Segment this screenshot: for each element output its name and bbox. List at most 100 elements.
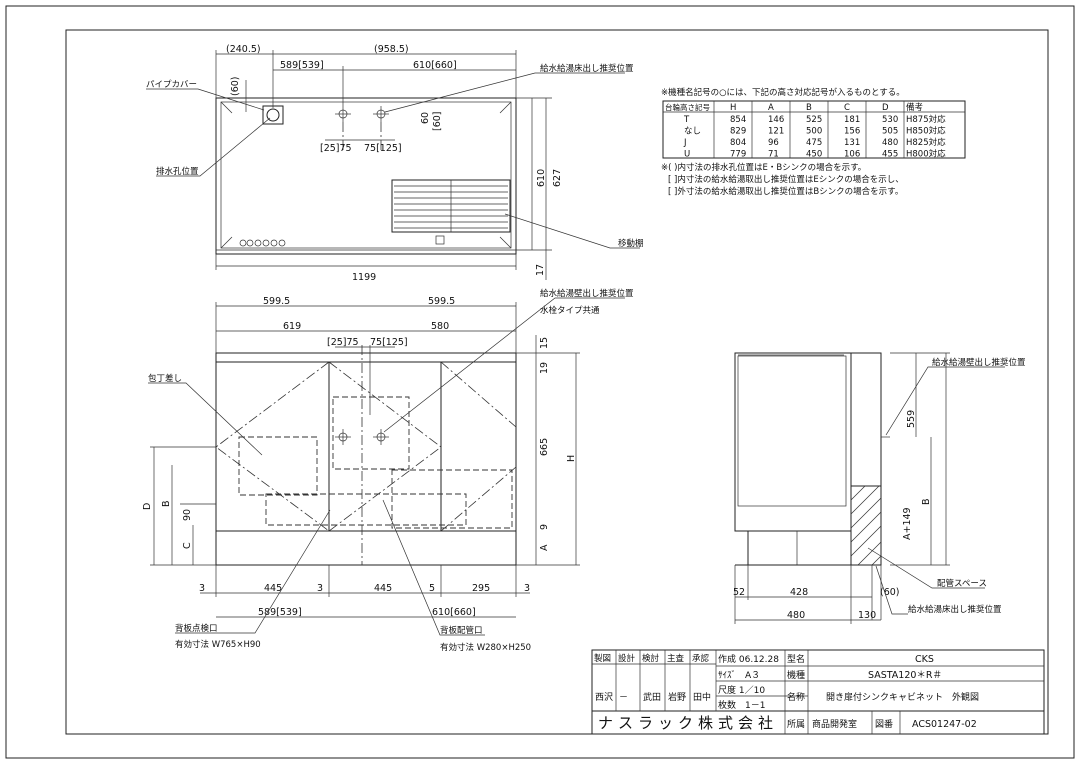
table-cell: 829 bbox=[730, 127, 746, 137]
front-view: 599.5 599.5 619 580 [25]75 75[125] 15 19… bbox=[142, 288, 634, 653]
side-plinth bbox=[747, 530, 852, 566]
dim-side-559: 559 bbox=[906, 410, 917, 428]
table-cell: H875対応 bbox=[906, 114, 946, 125]
table-header-cell: 備考 bbox=[906, 102, 923, 113]
note-intro: ※機種名記号の○には、下記の高さ対応記号が入るものとする。 bbox=[661, 87, 905, 98]
note-1: ※( )内寸法の排水孔位置はE・Bシンクの場合を示す。 bbox=[661, 162, 866, 173]
tb-signer: 田中 bbox=[693, 691, 711, 703]
label-faucet-common: 水栓タイプ共通 bbox=[540, 305, 600, 316]
tb-dept: 商品開発室 bbox=[812, 718, 857, 730]
tb-size: ｻｲｽﾞ A３ bbox=[718, 670, 760, 681]
dim-side-52: 52 bbox=[733, 587, 745, 598]
dim-top-25-75: [25]75 bbox=[320, 143, 352, 154]
top-view: (240.5) (958.5) 589[539] 610[660] (60) 6… bbox=[146, 44, 644, 283]
tb-drawing-no-label: 図番 bbox=[875, 718, 893, 730]
table-cell: H850対応 bbox=[906, 126, 946, 137]
dim-bottom-295: 295 bbox=[472, 583, 490, 594]
title-block: 製図設計検討主査承認西沢－武田岩野田中 作成 06.12.28 ｻｲｽﾞ A３ … bbox=[591, 649, 1045, 735]
table-cell: 156 bbox=[844, 127, 860, 137]
front-supply-mark-2 bbox=[373, 429, 389, 445]
dim-side-480: 480 bbox=[787, 610, 805, 621]
dim-bottom-3-left: 3 bbox=[199, 583, 205, 594]
tb-model-label: 機種 bbox=[787, 669, 805, 681]
knife-slot-outline bbox=[238, 436, 318, 496]
hinge-cluster bbox=[239, 239, 286, 247]
table-cell: J bbox=[683, 138, 687, 148]
label-back-check-size: 有効寸法 W765×H90 bbox=[175, 639, 261, 650]
table-header-cell: H bbox=[730, 103, 736, 113]
tb-signer: 西沢 bbox=[595, 691, 613, 703]
dim-bottom-610: 610[660] bbox=[432, 607, 476, 618]
table-header-cell: B bbox=[806, 103, 812, 113]
table-cell: 71 bbox=[768, 150, 779, 160]
dim-side-60: (60) bbox=[880, 587, 900, 598]
dim-side-428: 428 bbox=[790, 587, 808, 598]
dim-bottom-589: 589[539] bbox=[258, 607, 302, 618]
tb-role: 製図 bbox=[594, 653, 611, 664]
dim-bottom-445-left: 445 bbox=[264, 583, 282, 594]
dim-bottom-445-right: 445 bbox=[374, 583, 392, 594]
dim-top-610-vertical: 610 bbox=[536, 169, 547, 187]
dim-top-right-overall: (958.5) bbox=[374, 44, 409, 55]
dim-front-C: C bbox=[182, 542, 193, 549]
table-cell: 475 bbox=[806, 138, 822, 148]
table-cell: 121 bbox=[768, 127, 784, 137]
dim-top-60-bracket: [60] bbox=[432, 111, 443, 131]
table-cell: 779 bbox=[730, 150, 746, 160]
front-countertop bbox=[215, 352, 517, 363]
dim-bottom-3-right: 3 bbox=[524, 583, 530, 594]
tb-model-no: CKS bbox=[915, 654, 934, 665]
inner-border bbox=[65, 29, 1049, 735]
label-back-check-port: 背板点検口 bbox=[175, 623, 218, 634]
table-cell: 146 bbox=[768, 115, 784, 125]
tb-signer: 岩野 bbox=[668, 691, 686, 703]
outer-border bbox=[5, 5, 1075, 759]
label-knife-slot: 包丁差し bbox=[148, 373, 182, 384]
note-2: [ ]内寸法の給水給湯取出し推奨位置はEシンクの場合を示し、 bbox=[668, 174, 904, 185]
tb-role: 検討 bbox=[642, 653, 660, 664]
dim-bottom-3-mid: 3 bbox=[317, 583, 323, 594]
dim-front-599-right: 599.5 bbox=[428, 296, 455, 307]
label-back-pipe-port: 背板配管口 bbox=[440, 625, 483, 636]
back-pipe-port-outline bbox=[391, 469, 513, 529]
tb-company: ナスラック株式会社 bbox=[598, 714, 778, 732]
table-cell: H825対応 bbox=[906, 137, 946, 148]
table-cell: 450 bbox=[806, 150, 822, 160]
tb-role: 設計 bbox=[618, 653, 636, 664]
dim-front-9: 9 bbox=[539, 524, 550, 530]
tb-dept-label: 所属 bbox=[787, 719, 805, 730]
tb-signer: 武田 bbox=[643, 691, 661, 703]
back-check-port-outline bbox=[265, 493, 467, 526]
table-cell: 106 bbox=[844, 150, 860, 160]
table-cell: 854 bbox=[730, 115, 746, 125]
dim-front-599-left: 599.5 bbox=[263, 296, 290, 307]
dim-front-90: 90 bbox=[182, 509, 193, 521]
dim-front-B: B bbox=[161, 500, 172, 507]
front-plinth bbox=[215, 530, 517, 566]
tb-signer: － bbox=[619, 693, 628, 703]
label-wall-supply: 給水給湯壁出し推奨位置 bbox=[540, 288, 634, 299]
dim-top-75-125: 75[125] bbox=[364, 143, 402, 154]
dim-top-627: 627 bbox=[552, 169, 563, 187]
label-side-floor-supply: 給水給湯床出し推奨位置 bbox=[908, 604, 1002, 615]
tb-model-no-label: 型名 bbox=[787, 653, 805, 665]
table-cell: 525 bbox=[806, 115, 822, 125]
dim-top-610: 610[660] bbox=[413, 60, 457, 71]
tb-name-label: 名称 bbox=[787, 691, 805, 703]
dim-top-17: 17 bbox=[535, 264, 546, 276]
note-3: [ ]外寸法の給水給湯取出し推奨位置はBシンクの場合を示す。 bbox=[668, 186, 903, 197]
dim-side-130: 130 bbox=[858, 610, 876, 621]
side-back-panel bbox=[850, 352, 882, 487]
dim-top-left-overall: (240.5) bbox=[226, 44, 261, 55]
dim-front-D: D bbox=[142, 503, 153, 510]
tb-name: 開き扉付シンクキャビネット 外観図 bbox=[826, 691, 979, 703]
dim-top-60-small: 60 bbox=[420, 112, 431, 124]
tb-model: SASTA120＊R＃ bbox=[868, 670, 942, 681]
label-pipe-cover: パイプカバー bbox=[146, 80, 197, 90]
label-drain-hole: 排水孔位置 bbox=[156, 166, 199, 177]
dim-front-75-125: 75[125] bbox=[370, 337, 408, 348]
